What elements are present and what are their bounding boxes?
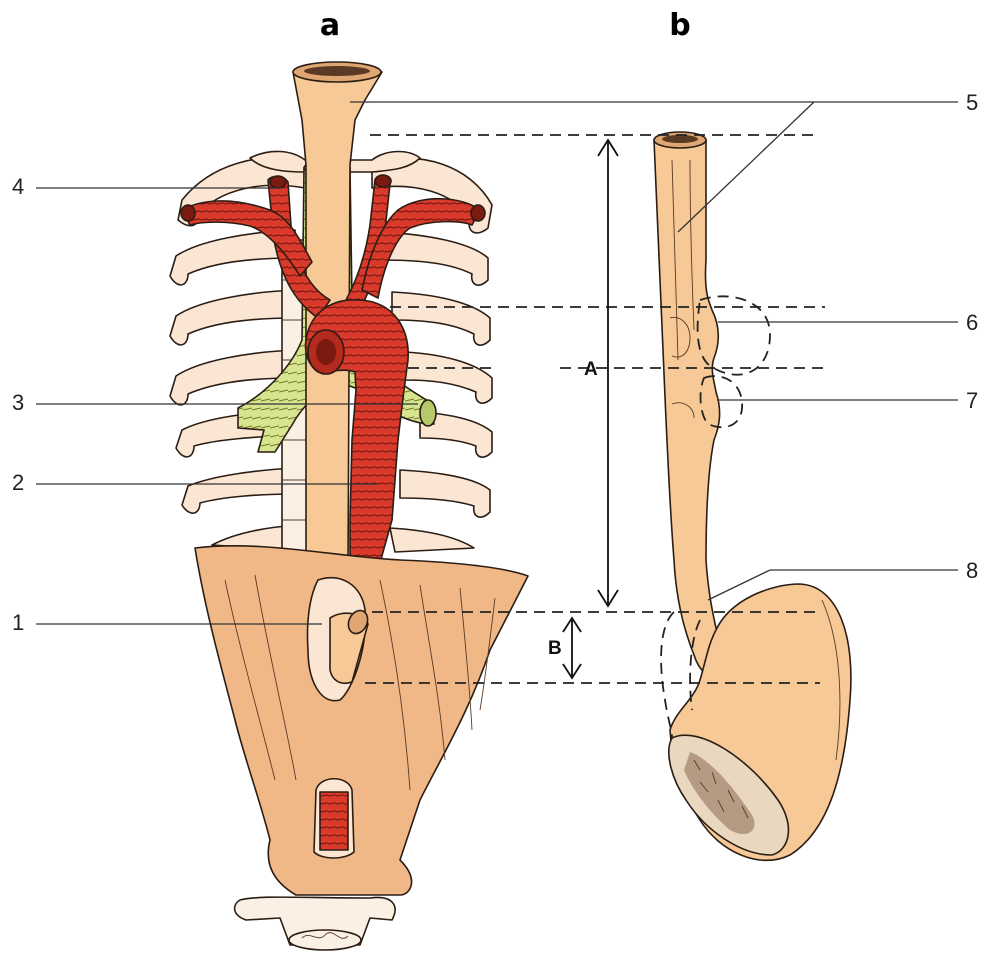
panel-label-b: b xyxy=(669,8,690,43)
dimension-b-arrow xyxy=(563,618,581,678)
leader-lines xyxy=(36,102,958,624)
dimension-a-arrow xyxy=(598,140,618,606)
panel-label-a: a xyxy=(320,8,340,43)
label-3: 3 xyxy=(12,390,24,415)
label-2: 2 xyxy=(12,470,24,495)
label-5: 5 xyxy=(966,90,978,115)
label-6: 6 xyxy=(966,310,978,335)
label-4: 4 xyxy=(12,174,24,199)
dimension-label-a: A xyxy=(584,359,598,380)
diaphragm xyxy=(195,546,528,895)
dimension-label-b: B xyxy=(548,638,562,659)
esophagus-b xyxy=(654,134,760,678)
label-1: 1 xyxy=(12,610,24,635)
panel-b xyxy=(654,132,851,860)
panel-a xyxy=(170,62,528,950)
label-8: 8 xyxy=(966,558,978,583)
leader-8 xyxy=(708,570,958,600)
label-7: 7 xyxy=(966,388,978,413)
vertebra xyxy=(235,897,395,950)
